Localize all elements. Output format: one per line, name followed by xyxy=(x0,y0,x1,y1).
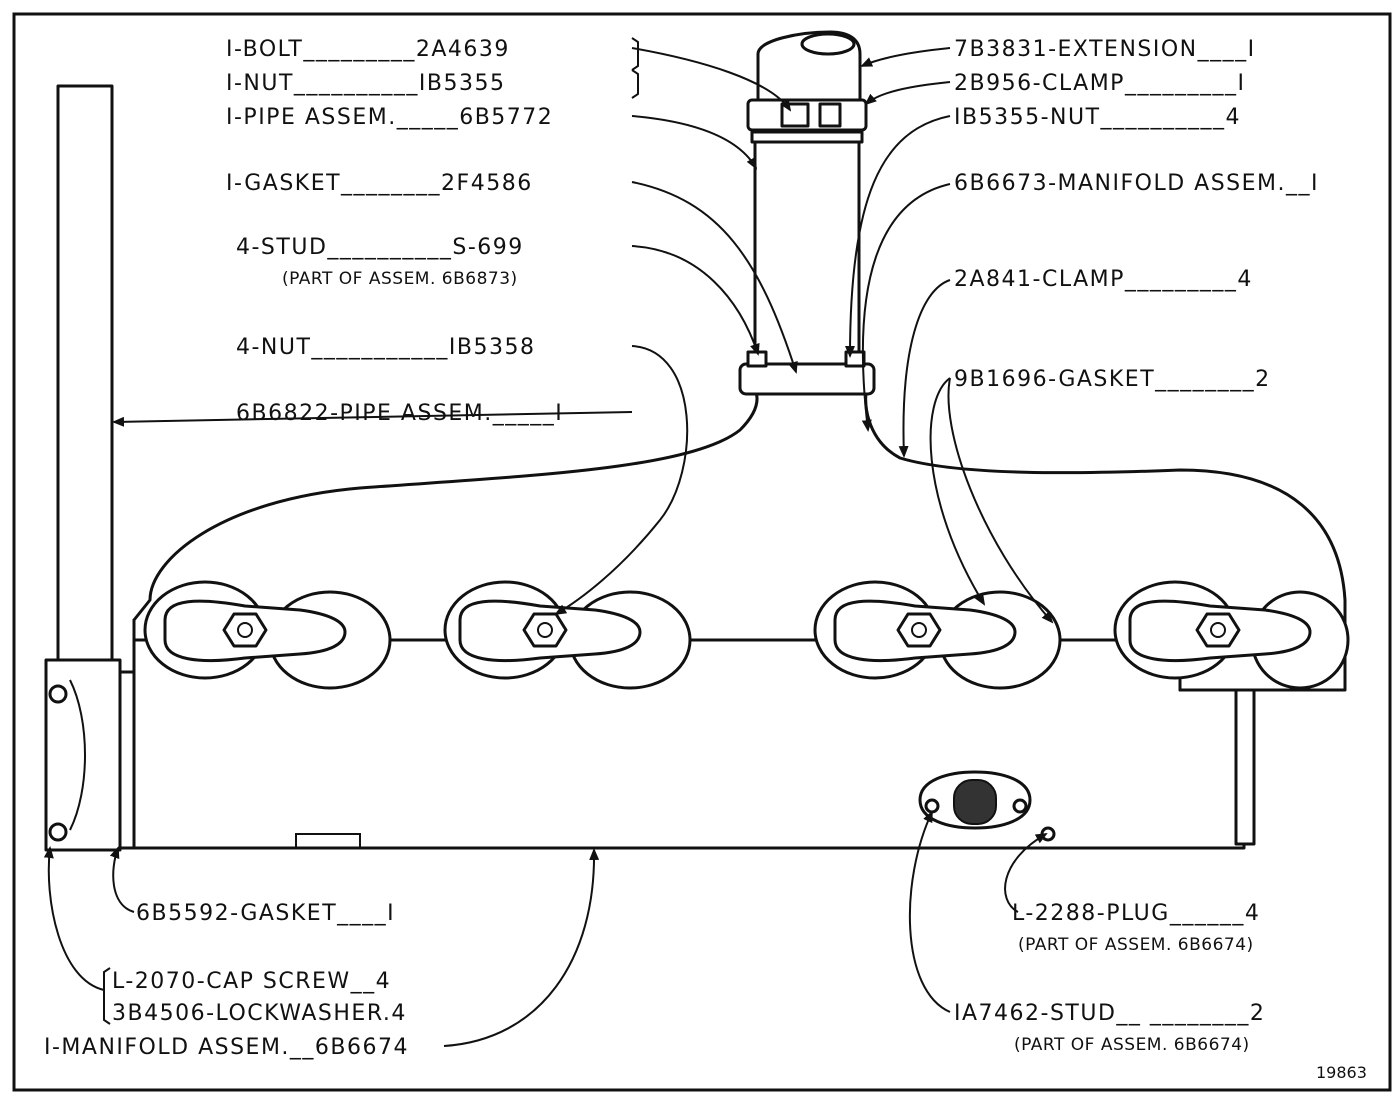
page-border xyxy=(12,12,1392,1092)
label-bolt: I-BOLT_________2A4639 xyxy=(226,37,510,62)
label-nut: I-NUT__________IB5355 xyxy=(226,71,506,96)
label-nut-right: IB5355-NUT__________4 xyxy=(954,105,1241,130)
label-stud-right-note: (PART OF ASSEM. 6B6674) xyxy=(1014,1035,1250,1055)
label-clamp-4: 2A841-CLAMP_________4 xyxy=(954,267,1253,292)
label-gasket-2: 6B5592-GASKET____I xyxy=(136,901,395,926)
cap-screw-top xyxy=(48,684,68,704)
label-gasket: I-GASKET________2F4586 xyxy=(226,171,533,196)
clamp-2 xyxy=(458,599,642,663)
outlet-stud xyxy=(1040,826,1056,842)
clamp-1 xyxy=(163,599,347,663)
figure-number: 19863 xyxy=(1316,1063,1367,1082)
label-stud: 4-STUD__________S-699 xyxy=(236,235,524,260)
label-pipe-assem: I-PIPE ASSEM._____6B5772 xyxy=(226,105,553,130)
label-stud-note: (PART OF ASSEM. 6B6873) xyxy=(282,269,518,289)
labels-left: I-BOLT_________2A4639 I-NUT__________IB5… xyxy=(44,37,563,1060)
flange-gasket xyxy=(118,670,136,850)
outlet-plug-grille xyxy=(953,779,997,825)
label-cap-screw: L-2070-CAP SCREW__4 xyxy=(112,969,391,994)
label-manifold-assem: 6B6673-MANIFOLD ASSEM.__I xyxy=(954,171,1319,196)
label-manifold-assem-1: I-MANIFOLD ASSEM.__6B6674 xyxy=(44,1035,409,1060)
bottom-boss xyxy=(295,833,361,848)
label-nut4: 4-NUT___________IB5358 xyxy=(236,335,536,360)
label-stud-right: IA7462-STUD__ ________2 xyxy=(954,1001,1265,1026)
label-gasket-right: 9B1696-GASKET________2 xyxy=(954,367,1271,392)
label-clamp: 2B956-CLAMP_________I xyxy=(954,71,1245,96)
pipe-flange-inner xyxy=(69,679,86,831)
leader-lines xyxy=(43,37,1054,1047)
labels-right: 7B3831-EXTENSION____I 2B956-CLAMP_______… xyxy=(954,37,1319,1055)
outlet-flange-hole-left xyxy=(924,798,940,814)
cap-screw-bottom xyxy=(48,822,68,842)
parts-drawing xyxy=(44,30,1350,852)
label-lockwasher: 3B4506-LOCKWASHER.4 xyxy=(112,1001,407,1026)
riser-clamp-bolt xyxy=(780,102,810,128)
pipe-flange-block xyxy=(44,658,122,852)
clamp-3 xyxy=(833,599,1017,663)
label-extension: 7B3831-EXTENSION____I xyxy=(954,37,1256,62)
right-end-flange xyxy=(1234,678,1256,846)
riser-pipe xyxy=(753,136,861,380)
riser-band xyxy=(750,130,864,144)
outlet-flange-hole-right xyxy=(1012,798,1028,814)
riser-flange-nut-right xyxy=(844,350,866,368)
label-plug: L-2288-PLUG______4 xyxy=(1012,901,1260,926)
extension-opening xyxy=(800,32,856,56)
riser-clamp-nut xyxy=(818,102,842,128)
label-pipe-assem-2: 6B6822-PIPE ASSEM._____I xyxy=(236,401,563,426)
vertical-pipe xyxy=(56,84,114,688)
riser-flange xyxy=(738,362,876,396)
label-plug-note: (PART OF ASSEM. 6B6674) xyxy=(1018,935,1254,955)
clamp-4 xyxy=(1128,599,1312,663)
